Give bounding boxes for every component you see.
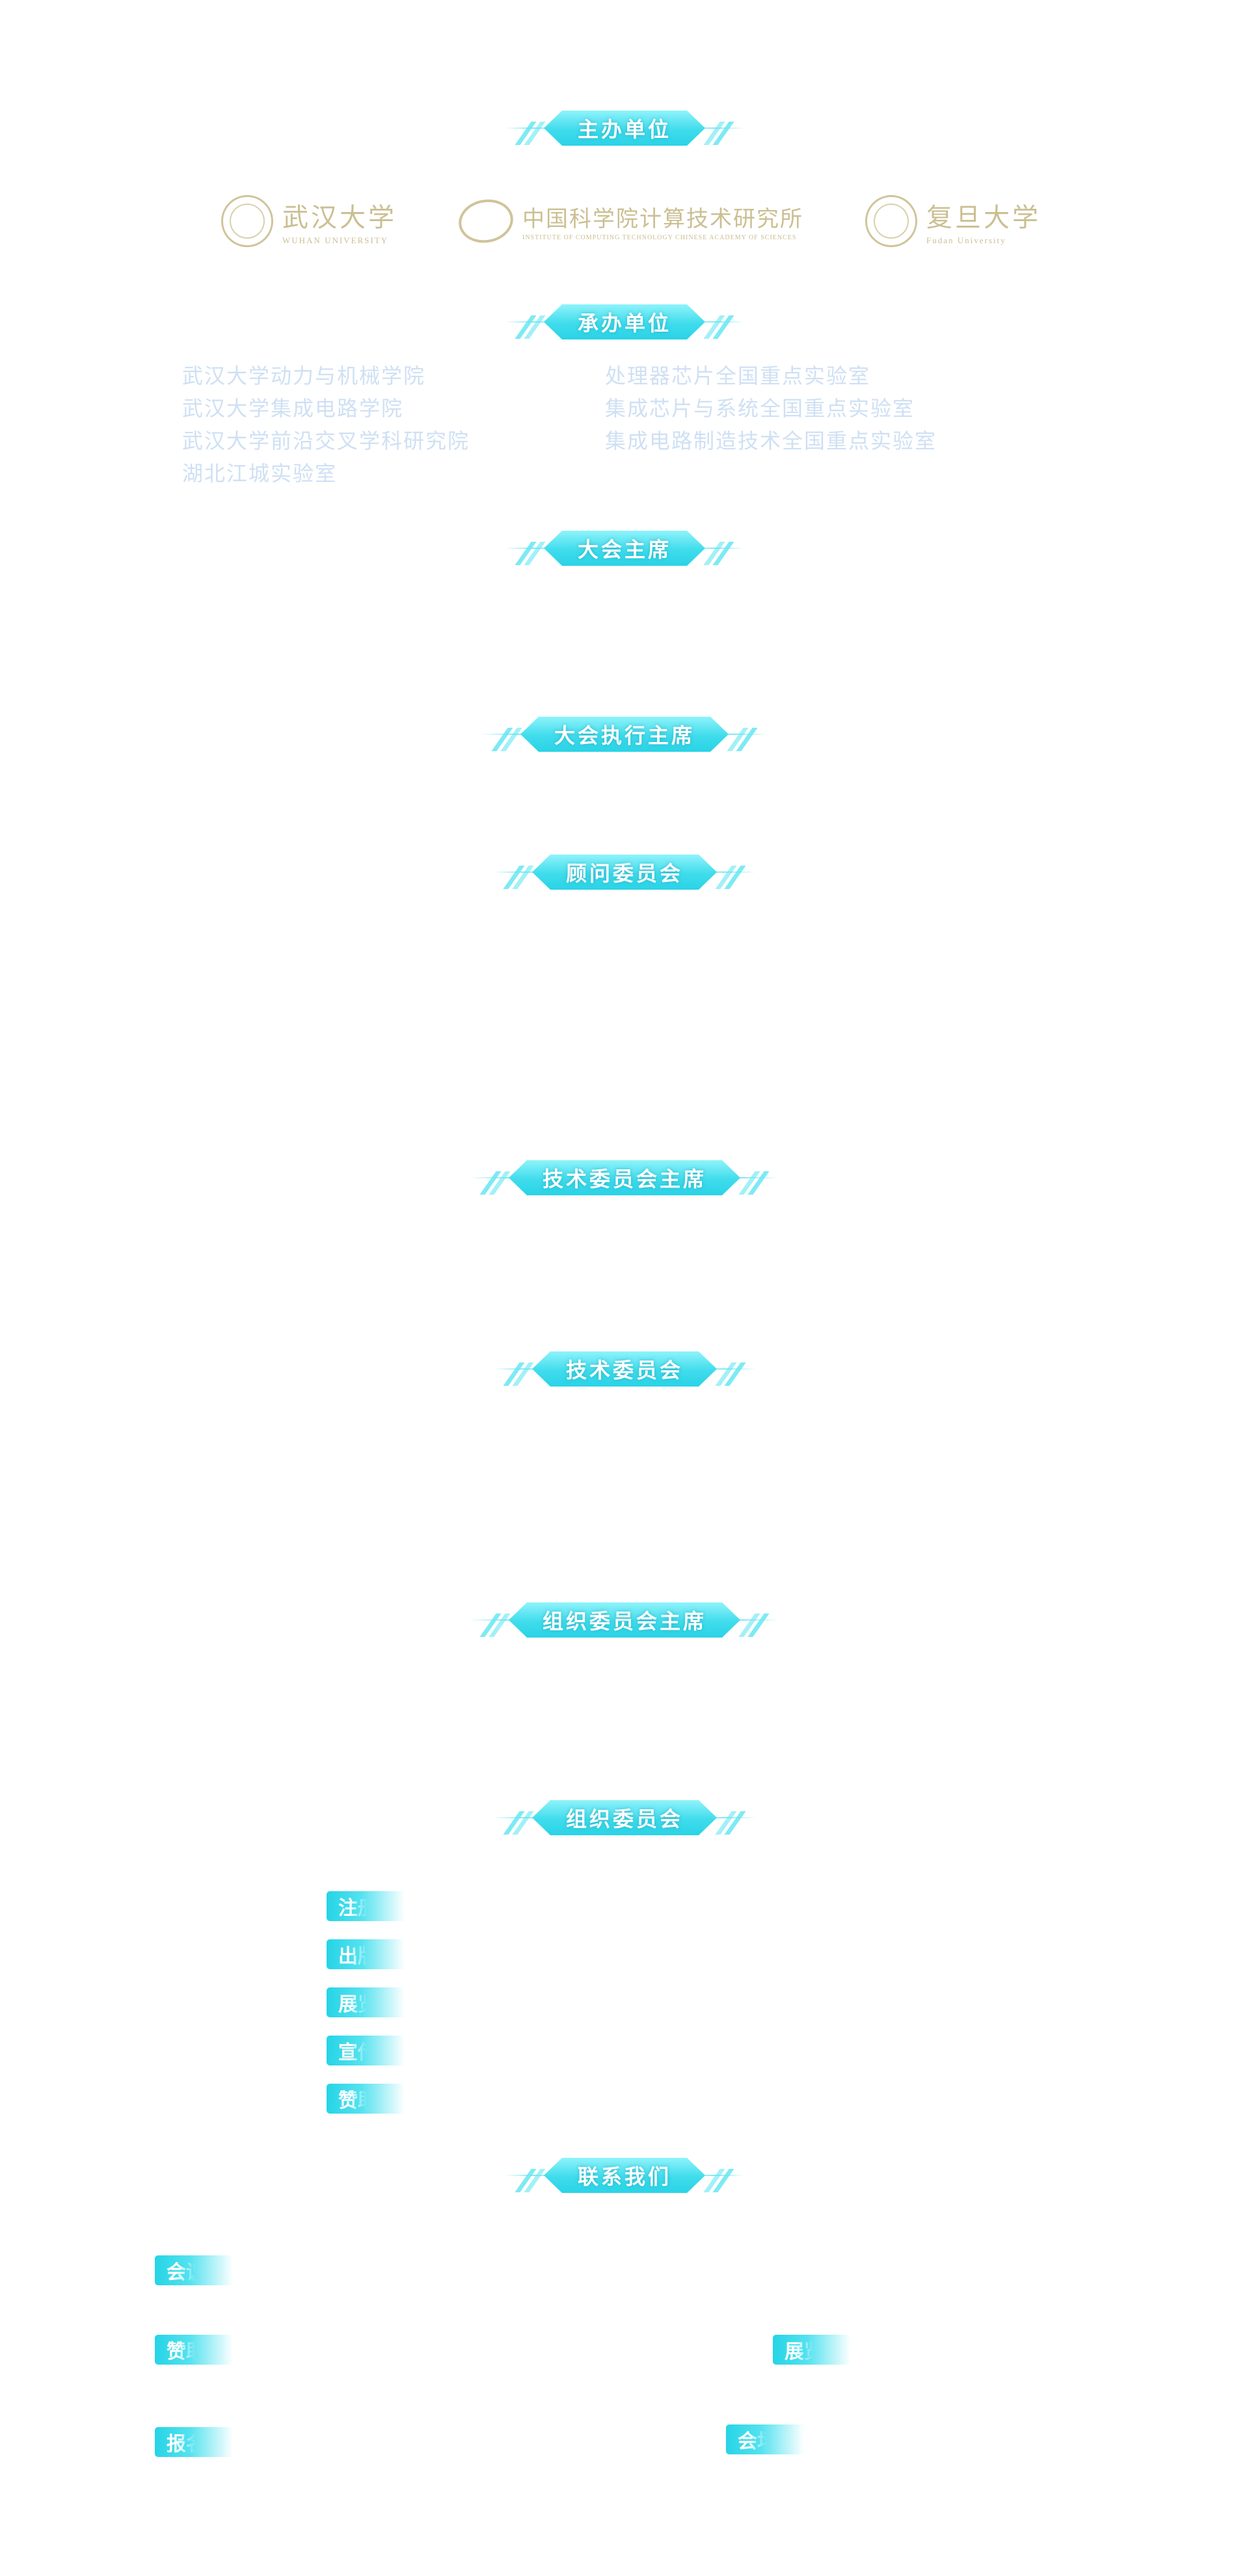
org-tag-publicity: 宣传 (327, 2036, 405, 2065)
organizer-item: 集成电路制造技术全国重点实验室 (605, 429, 937, 453)
banner-wing-left (511, 309, 544, 335)
logo-name-en: WUHAN UNIVERSITY (282, 235, 389, 245)
banner-wing-left (488, 721, 520, 747)
logo-name-en: Fudan University (926, 235, 1006, 245)
section-title: 组织委员会主席 (509, 1602, 740, 1638)
section-banner-executive-chair: 大会执行主席 (481, 711, 768, 757)
banner-wing-left (476, 1607, 509, 1633)
section-title: 技术委员会 (532, 1351, 717, 1387)
organizer-item: 处理器芯片全国重点实验室 (605, 364, 871, 388)
banner-wing-right (740, 1607, 773, 1633)
banner-wing-left (511, 2162, 544, 2188)
section-title: 承办单位 (544, 304, 705, 339)
tag-label: 展览 (338, 1993, 377, 2016)
section-banner-org-committee: 组织委员会 (492, 1795, 757, 1840)
logo-wuhan-university: 武汉大学 WUHAN UNIVERSITY (221, 195, 397, 247)
section-banner-org-committee-chair: 组织委员会主席 (469, 1597, 780, 1643)
organizer-list: 武汉大学动力与机械学院 处理器芯片全国重点实验室 武汉大学集成电路学院 集成芯片… (182, 364, 1028, 485)
contact-tag-sponsor: 赞助 (155, 2335, 233, 2365)
contact-tag-venue: 会场 (726, 2424, 804, 2454)
contact-tag-conference: 会议 (155, 2255, 233, 2285)
org-tag-exhibition: 展览 (327, 1987, 405, 2017)
tag-label: 注册 (338, 1897, 377, 1920)
tag-label: 展览 (785, 2341, 824, 2363)
banner-wing-left (500, 859, 532, 885)
organizer-item: 武汉大学集成电路学院 (182, 396, 404, 421)
banner-wing-right (705, 115, 738, 141)
banner-wing-left (511, 535, 544, 561)
organizer-item: 集成芯片与系统全国重点实验室 (605, 396, 915, 421)
tag-label: 赞助 (338, 2090, 377, 2112)
section-banner-advisory-committee: 顾问委员会 (492, 849, 757, 895)
section-banner-general-chair: 大会主席 (504, 525, 745, 571)
banner-wing-left (500, 1356, 532, 1382)
logo-name: 武汉大学 (282, 203, 397, 233)
section-title: 组织委员会 (532, 1800, 717, 1835)
banner-wing-left (511, 115, 544, 141)
banner-wing-right (717, 1805, 749, 1831)
wuhan-university-seal-icon (221, 195, 273, 247)
section-title: 大会执行主席 (520, 717, 729, 752)
logo-ict-cas: 中国科学院计算技术研究所 INSTITUTE OF COMPUTING TECH… (455, 195, 803, 247)
org-tag-sponsorship: 赞助 (327, 2084, 405, 2114)
fudan-university-seal-icon (865, 195, 917, 247)
ict-badge-icon (455, 195, 517, 247)
banner-wing-right (729, 721, 761, 747)
banner-wing-right (717, 1356, 749, 1382)
organizer-item: 湖北江城实验室 (182, 461, 338, 486)
section-banner-tech-committee: 技术委员会 (492, 1346, 757, 1392)
tag-label: 报名 (167, 2433, 206, 2456)
section-title: 联系我们 (544, 2158, 705, 2193)
logo-name: 复旦大学 (926, 203, 1041, 233)
section-title: 顾问委员会 (532, 855, 717, 890)
banner-wing-right (705, 309, 738, 335)
org-tag-publication: 出版 (327, 1939, 405, 1969)
section-title: 技术委员会主席 (509, 1160, 740, 1195)
banner-wing-left (476, 1165, 509, 1191)
section-banner-tech-committee-chair: 技术委员会主席 (469, 1155, 780, 1201)
section-banner-host: 主办单位 (504, 105, 745, 151)
tag-label: 赞助 (167, 2341, 206, 2363)
contact-tag-exhibition: 展览 (773, 2335, 851, 2365)
org-tag-registration: 注册 (327, 1891, 405, 1921)
contact-tag-registration: 报名 (155, 2427, 233, 2457)
logo-name-en: INSTITUTE OF COMPUTING TECHNOLOGY CHINES… (522, 234, 797, 241)
logo-fudan-university: 复旦大学 Fudan University (865, 195, 1041, 247)
tag-label: 会场 (738, 2430, 777, 2453)
organizer-item: 武汉大学动力与机械学院 (182, 364, 426, 388)
tag-label: 宣传 (338, 2041, 377, 2064)
section-banner-organizer: 承办单位 (504, 299, 745, 345)
tag-label: 出版 (338, 1945, 377, 1968)
organizer-item: 武汉大学前沿交叉学科研究院 (182, 429, 470, 453)
banner-wing-right (705, 535, 738, 561)
banner-wing-right (740, 1165, 773, 1191)
section-banner-contact: 联系我们 (504, 2153, 745, 2198)
banner-wing-right (705, 2162, 738, 2188)
banner-wing-right (717, 859, 749, 885)
section-title: 主办单位 (544, 111, 705, 146)
banner-wing-left (500, 1805, 532, 1831)
section-title: 大会主席 (544, 531, 705, 566)
host-logos: 武汉大学 WUHAN UNIVERSITY 中国科学院计算技术研究所 INSTI… (221, 189, 1041, 254)
logo-name: 中国科学院计算技术研究所 (522, 206, 803, 232)
tag-label: 会议 (167, 2261, 206, 2284)
